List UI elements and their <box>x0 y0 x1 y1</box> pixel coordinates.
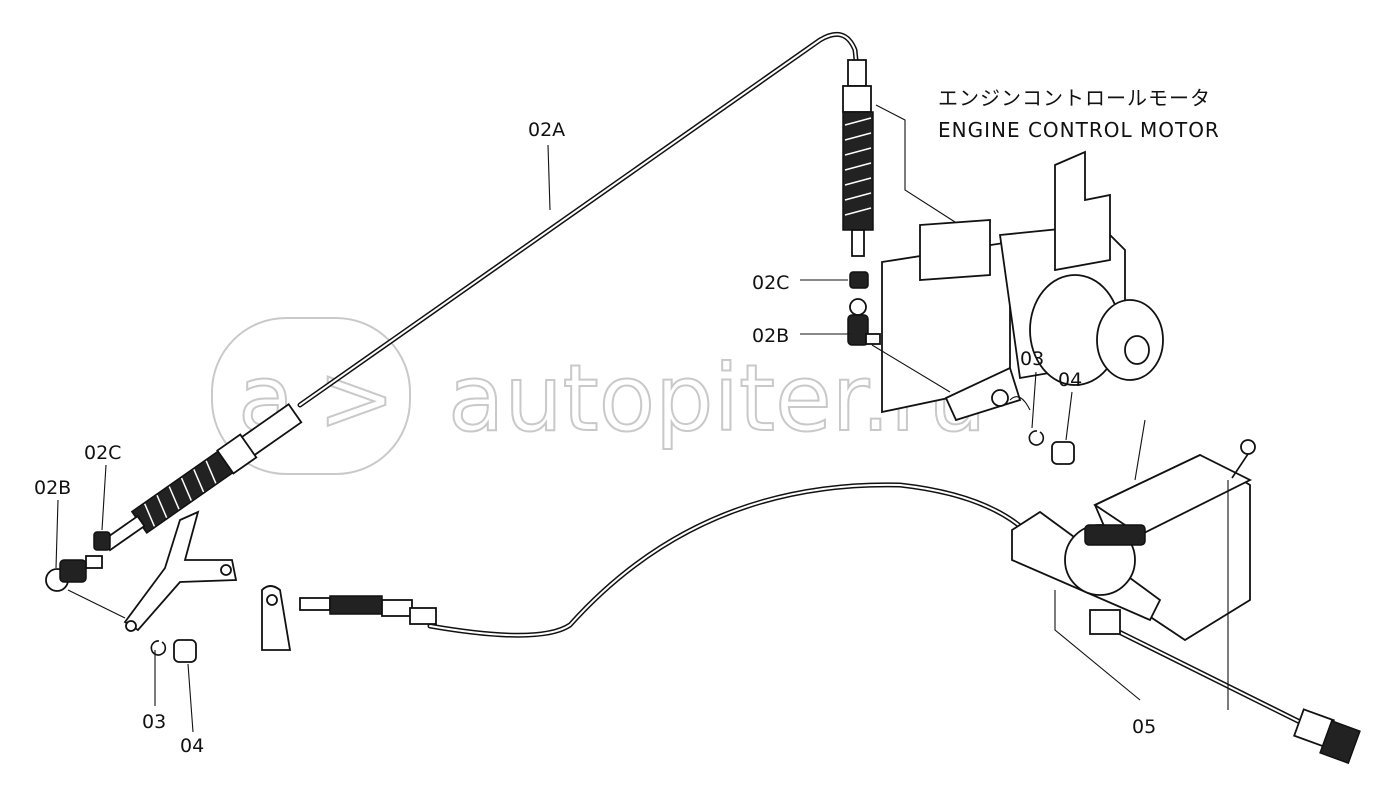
mount-bracket <box>1011 439 1256 642</box>
engine-control-motor <box>871 150 1164 422</box>
nut-02C-top <box>849 271 869 289</box>
label-02B-left: 02B <box>34 477 71 499</box>
nut-02C-left <box>93 531 111 551</box>
label-02A: 02A <box>528 119 565 141</box>
label-04-top: 04 <box>1058 369 1082 391</box>
label-04-bottom: 04 <box>180 735 204 757</box>
clip-03-top <box>1028 430 1045 446</box>
throttle-lever <box>123 510 238 632</box>
link-plate <box>261 585 292 651</box>
label-02C-top: 02C <box>752 272 789 294</box>
leader-lines <box>55 104 1229 733</box>
label-03-top: 03 <box>1020 348 1044 370</box>
label-02B-top: 02B <box>752 325 789 347</box>
clip-03-bottom <box>150 640 167 656</box>
nut-04-bottom <box>173 639 197 663</box>
ball-joint-02B-left <box>45 555 103 592</box>
cable-02A <box>101 31 874 552</box>
title-english: ENGINE CONTROL MOTOR <box>938 118 1220 142</box>
ball-joint-02B-top <box>847 298 881 346</box>
label-05: 05 <box>1132 716 1156 738</box>
title-japanese: エンジンコントロールモータ <box>938 86 1211 110</box>
label-03-bottom: 03 <box>142 711 166 733</box>
nut-04-top <box>1051 441 1075 465</box>
watermark-arrow: > <box>318 345 395 452</box>
cable-05 <box>299 482 1361 765</box>
label-02C-left: 02C <box>84 442 121 464</box>
